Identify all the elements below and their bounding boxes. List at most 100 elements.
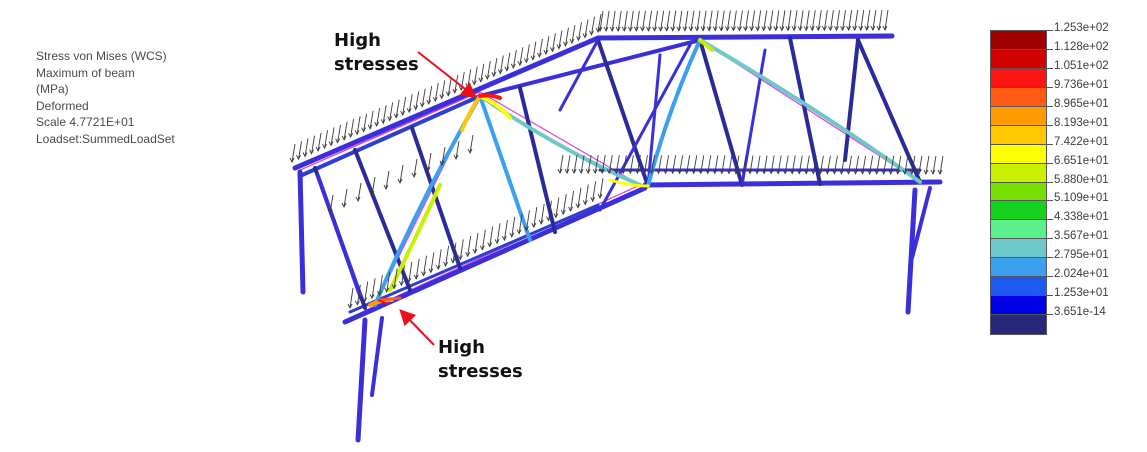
load-arrow-head xyxy=(582,200,588,206)
legend-label: 1.128e+02 xyxy=(1054,40,1109,53)
legend-label: 3.567e+01 xyxy=(1054,230,1109,243)
display-mode-label: Deformed xyxy=(36,98,89,113)
load-arrow xyxy=(311,135,315,154)
load-arrow xyxy=(378,274,383,296)
load-arrow xyxy=(777,155,782,174)
load-arrow xyxy=(385,170,390,190)
load-arrow-head xyxy=(590,197,596,203)
load-arrow-head xyxy=(439,94,445,100)
load-arrow xyxy=(684,10,689,31)
load-arrow xyxy=(570,190,575,212)
load-arrow xyxy=(533,207,538,228)
load-arrow-head xyxy=(902,169,908,175)
load-arrow xyxy=(467,236,472,257)
load-arrow-head xyxy=(538,219,544,225)
legend-tick xyxy=(1047,314,1053,316)
load-arrow xyxy=(819,155,824,174)
load-arrow xyxy=(781,10,786,31)
load-arrow xyxy=(756,155,761,174)
load-arrow xyxy=(665,155,669,174)
load-arrow xyxy=(376,107,381,127)
load-arrow-head xyxy=(840,25,845,32)
load-arrow-head xyxy=(585,168,591,175)
load-arrow xyxy=(878,9,883,31)
legend-label: 8.193e+01 xyxy=(1054,116,1109,129)
load-arrow-head xyxy=(443,261,448,267)
load-arrow xyxy=(841,155,845,174)
load-arrow xyxy=(720,10,725,31)
load-arrow xyxy=(559,154,564,174)
load-arrow-head xyxy=(341,202,347,209)
load-arrow xyxy=(854,10,859,31)
load-arrow-head xyxy=(367,124,373,130)
load-arrow-head xyxy=(589,30,594,36)
load-arrow xyxy=(784,155,789,174)
load-arrow xyxy=(474,232,479,254)
load-arrow-head xyxy=(791,26,797,32)
legend-swatch xyxy=(991,144,1046,164)
load-arrow-head xyxy=(740,169,746,175)
load-arrow-head xyxy=(575,203,581,209)
load-arrow-head xyxy=(796,169,802,175)
load-arrow xyxy=(770,155,775,174)
load-arrow xyxy=(693,155,698,174)
load-arrow xyxy=(291,143,296,163)
load-arrow xyxy=(726,10,731,31)
load-arrow xyxy=(324,130,328,149)
load-arrow-head xyxy=(606,168,612,175)
load-arrow-head xyxy=(341,135,347,141)
load-arrow xyxy=(555,197,560,218)
annotation-bottom-line2: stresses xyxy=(438,361,523,382)
load-arrow-head xyxy=(895,169,901,175)
load-arrow xyxy=(751,10,756,31)
load-arrow-head xyxy=(834,25,839,32)
load-arrow xyxy=(623,10,628,31)
load-arrow xyxy=(447,77,452,96)
load-arrow-head xyxy=(876,25,882,32)
annotation-top-line2: stresses xyxy=(334,54,419,75)
load-arrow xyxy=(408,262,413,283)
load-arrow xyxy=(925,155,930,175)
load-arrow-head xyxy=(846,25,852,32)
load-arrow-head xyxy=(523,58,529,64)
load-arrow xyxy=(599,10,604,32)
load-arrow-head xyxy=(419,102,425,108)
load-arrow xyxy=(799,10,804,31)
legend-swatch xyxy=(991,258,1046,278)
load-arrow xyxy=(836,10,840,31)
load-arrow-head xyxy=(380,119,386,125)
load-arrow-head xyxy=(467,148,473,155)
load-arrow-head xyxy=(700,26,706,32)
load-arrow-head xyxy=(517,60,523,67)
load-arrow-head xyxy=(550,47,555,53)
load-arrow xyxy=(855,155,859,174)
load-arrow-head xyxy=(909,169,915,175)
load-arrow xyxy=(605,10,610,32)
load-arrow-head xyxy=(718,26,724,32)
load-arrow xyxy=(386,271,391,292)
load-arrow-head xyxy=(775,169,781,175)
load-arrow-head xyxy=(684,169,690,175)
load-arrow-head xyxy=(592,168,598,175)
load-arrow-head xyxy=(737,26,742,32)
load-arrow xyxy=(481,229,486,250)
load-arrow-head xyxy=(327,208,333,215)
load-arrow-head xyxy=(743,26,748,32)
load-arrow-head xyxy=(465,252,471,258)
load-arrow-head xyxy=(754,169,760,175)
legend-label: 2.024e+01 xyxy=(1054,268,1109,281)
legend-label: 4.338e+01 xyxy=(1054,211,1109,224)
load-arrow-head xyxy=(531,222,537,229)
load-arrow-head xyxy=(864,25,870,32)
load-arrow xyxy=(415,91,420,110)
legend-tick xyxy=(1047,30,1053,31)
load-arrow-head xyxy=(677,169,683,175)
load-arrow xyxy=(577,187,582,208)
load-arrow xyxy=(678,10,683,31)
legend-tick xyxy=(1047,143,1053,145)
high-stress-annotation-top: High stresses xyxy=(334,29,419,77)
load-arrow-head xyxy=(387,116,393,122)
legend-tick xyxy=(1047,276,1053,278)
